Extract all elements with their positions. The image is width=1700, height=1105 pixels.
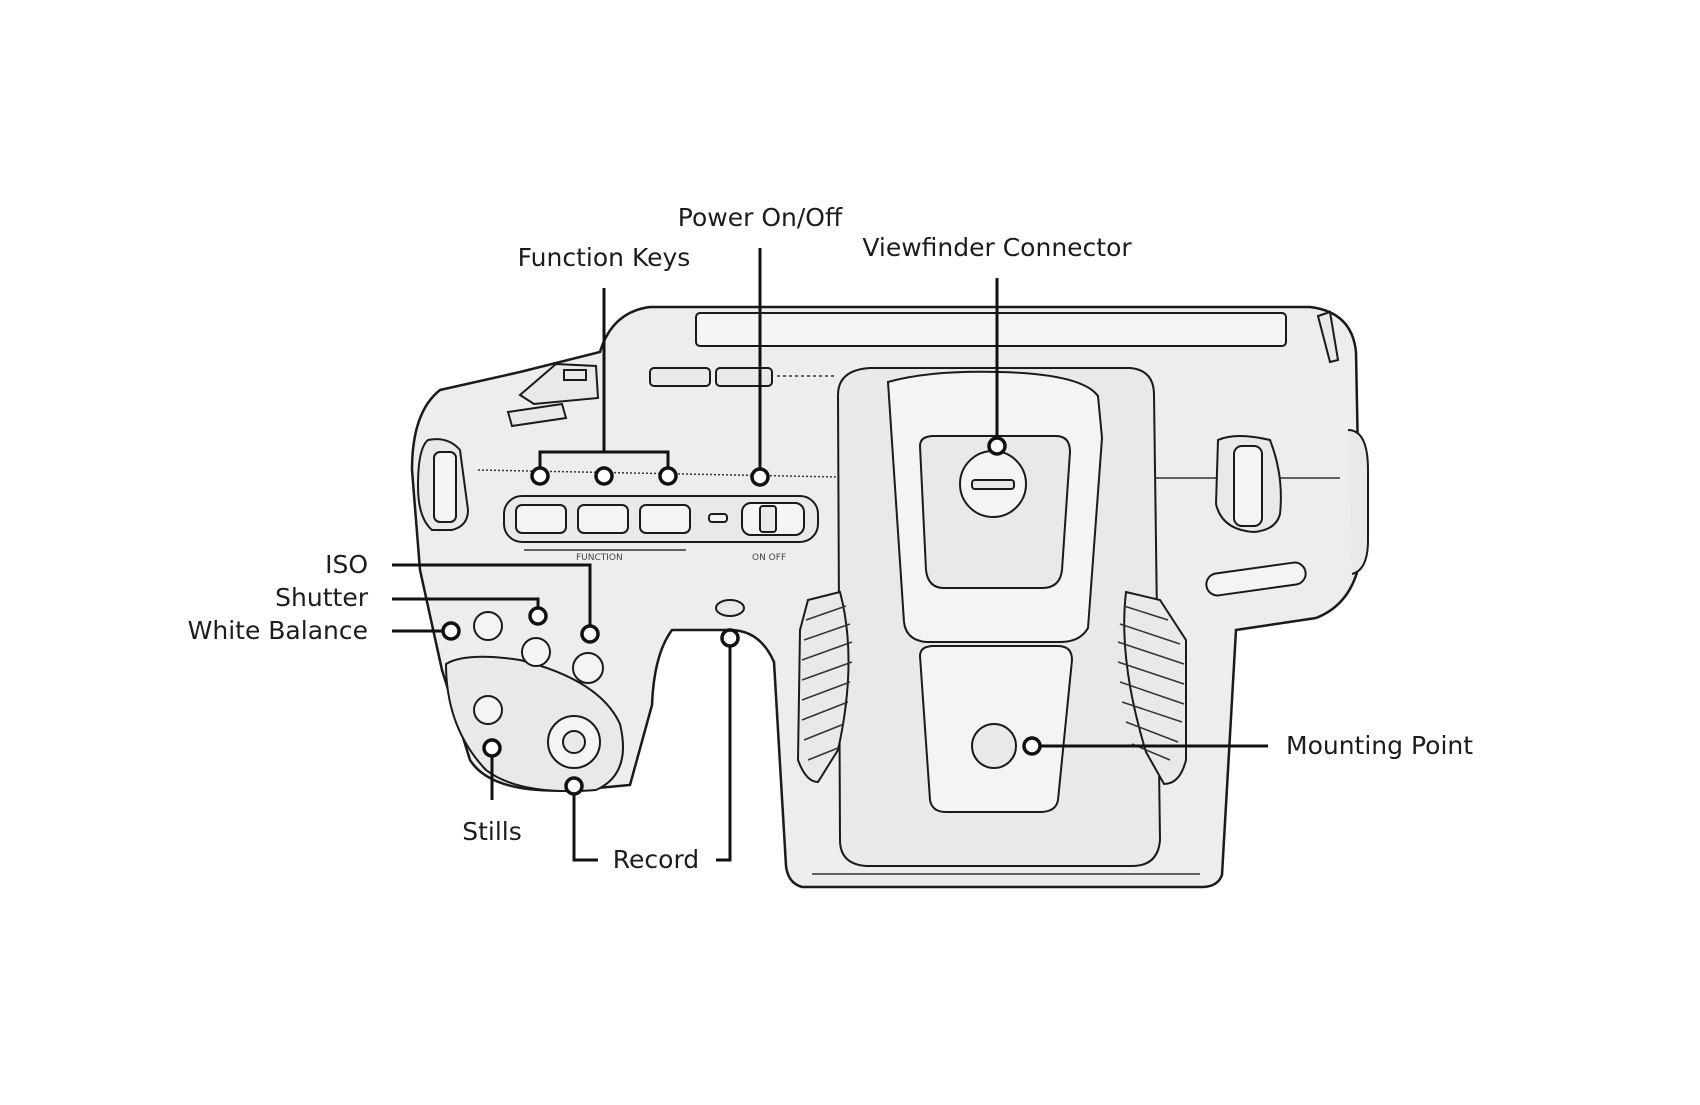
mounting-point-dot xyxy=(1022,736,1042,756)
white-balance-dot xyxy=(441,621,461,641)
label-function-keys: Function Keys xyxy=(518,243,691,272)
camera-body: FUNCTION ON OFF xyxy=(410,305,1369,889)
record-dot xyxy=(564,776,584,796)
label-shutter: Shutter xyxy=(275,583,369,612)
shutter-dot xyxy=(528,606,548,626)
top-display xyxy=(695,312,1287,347)
mounting-socket[interactable] xyxy=(971,723,1017,769)
hot-shoe-base xyxy=(506,402,568,428)
label-iso: ISO xyxy=(325,550,368,579)
left-grip-ridges xyxy=(796,590,850,784)
svg-text:ON OFF: ON OFF xyxy=(752,553,786,563)
function-key-1-dot xyxy=(530,466,550,486)
left-ridge-lines xyxy=(801,605,853,761)
minus-plus-button xyxy=(649,367,711,387)
function-key-2[interactable] xyxy=(577,504,629,534)
shoe-pin xyxy=(563,369,587,381)
stills-button[interactable] xyxy=(473,695,503,725)
callout-labels: Power On/Off Function Keys Viewfinder Co… xyxy=(188,203,1474,874)
power-dot xyxy=(750,467,770,487)
plus-button xyxy=(715,367,773,387)
right-strap-slot xyxy=(1233,445,1263,527)
label-white-balance: White Balance xyxy=(188,616,368,645)
power-switch-knob[interactable] xyxy=(759,505,777,533)
lens-bulge xyxy=(1347,429,1369,575)
stills-dot xyxy=(482,738,502,758)
strap-peg xyxy=(1316,310,1340,364)
connector-slot xyxy=(971,479,1015,490)
iso-dot xyxy=(580,624,600,644)
left-strap-slot xyxy=(433,451,457,523)
iso-button[interactable] xyxy=(572,652,604,684)
viewfinder-dot xyxy=(987,436,1007,456)
indicator-led xyxy=(708,513,728,523)
function-key-1[interactable] xyxy=(515,504,567,534)
label-power: Power On/Off xyxy=(678,203,843,232)
white-balance-button[interactable] xyxy=(473,611,503,641)
vent-slot xyxy=(1205,561,1307,597)
label-stills: Stills xyxy=(462,817,522,846)
svg-text:FUNCTION: FUNCTION xyxy=(576,553,623,563)
label-mounting-point: Mounting Point xyxy=(1286,731,1473,760)
function-key-3[interactable] xyxy=(639,504,691,534)
callout-leaders xyxy=(392,248,1268,862)
right-ridge-lines xyxy=(1117,605,1185,761)
record-button-center xyxy=(562,730,586,754)
label-record: Record xyxy=(613,845,699,874)
shutter-button[interactable] xyxy=(521,637,551,667)
record-secondary-dot xyxy=(720,628,740,648)
label-viewfinder: Viewfinder Connector xyxy=(862,233,1132,262)
right-grip-ridges xyxy=(1123,590,1187,786)
function-key-3-dot xyxy=(658,466,678,486)
small-hole xyxy=(715,599,745,617)
function-key-2-dot xyxy=(594,466,614,486)
